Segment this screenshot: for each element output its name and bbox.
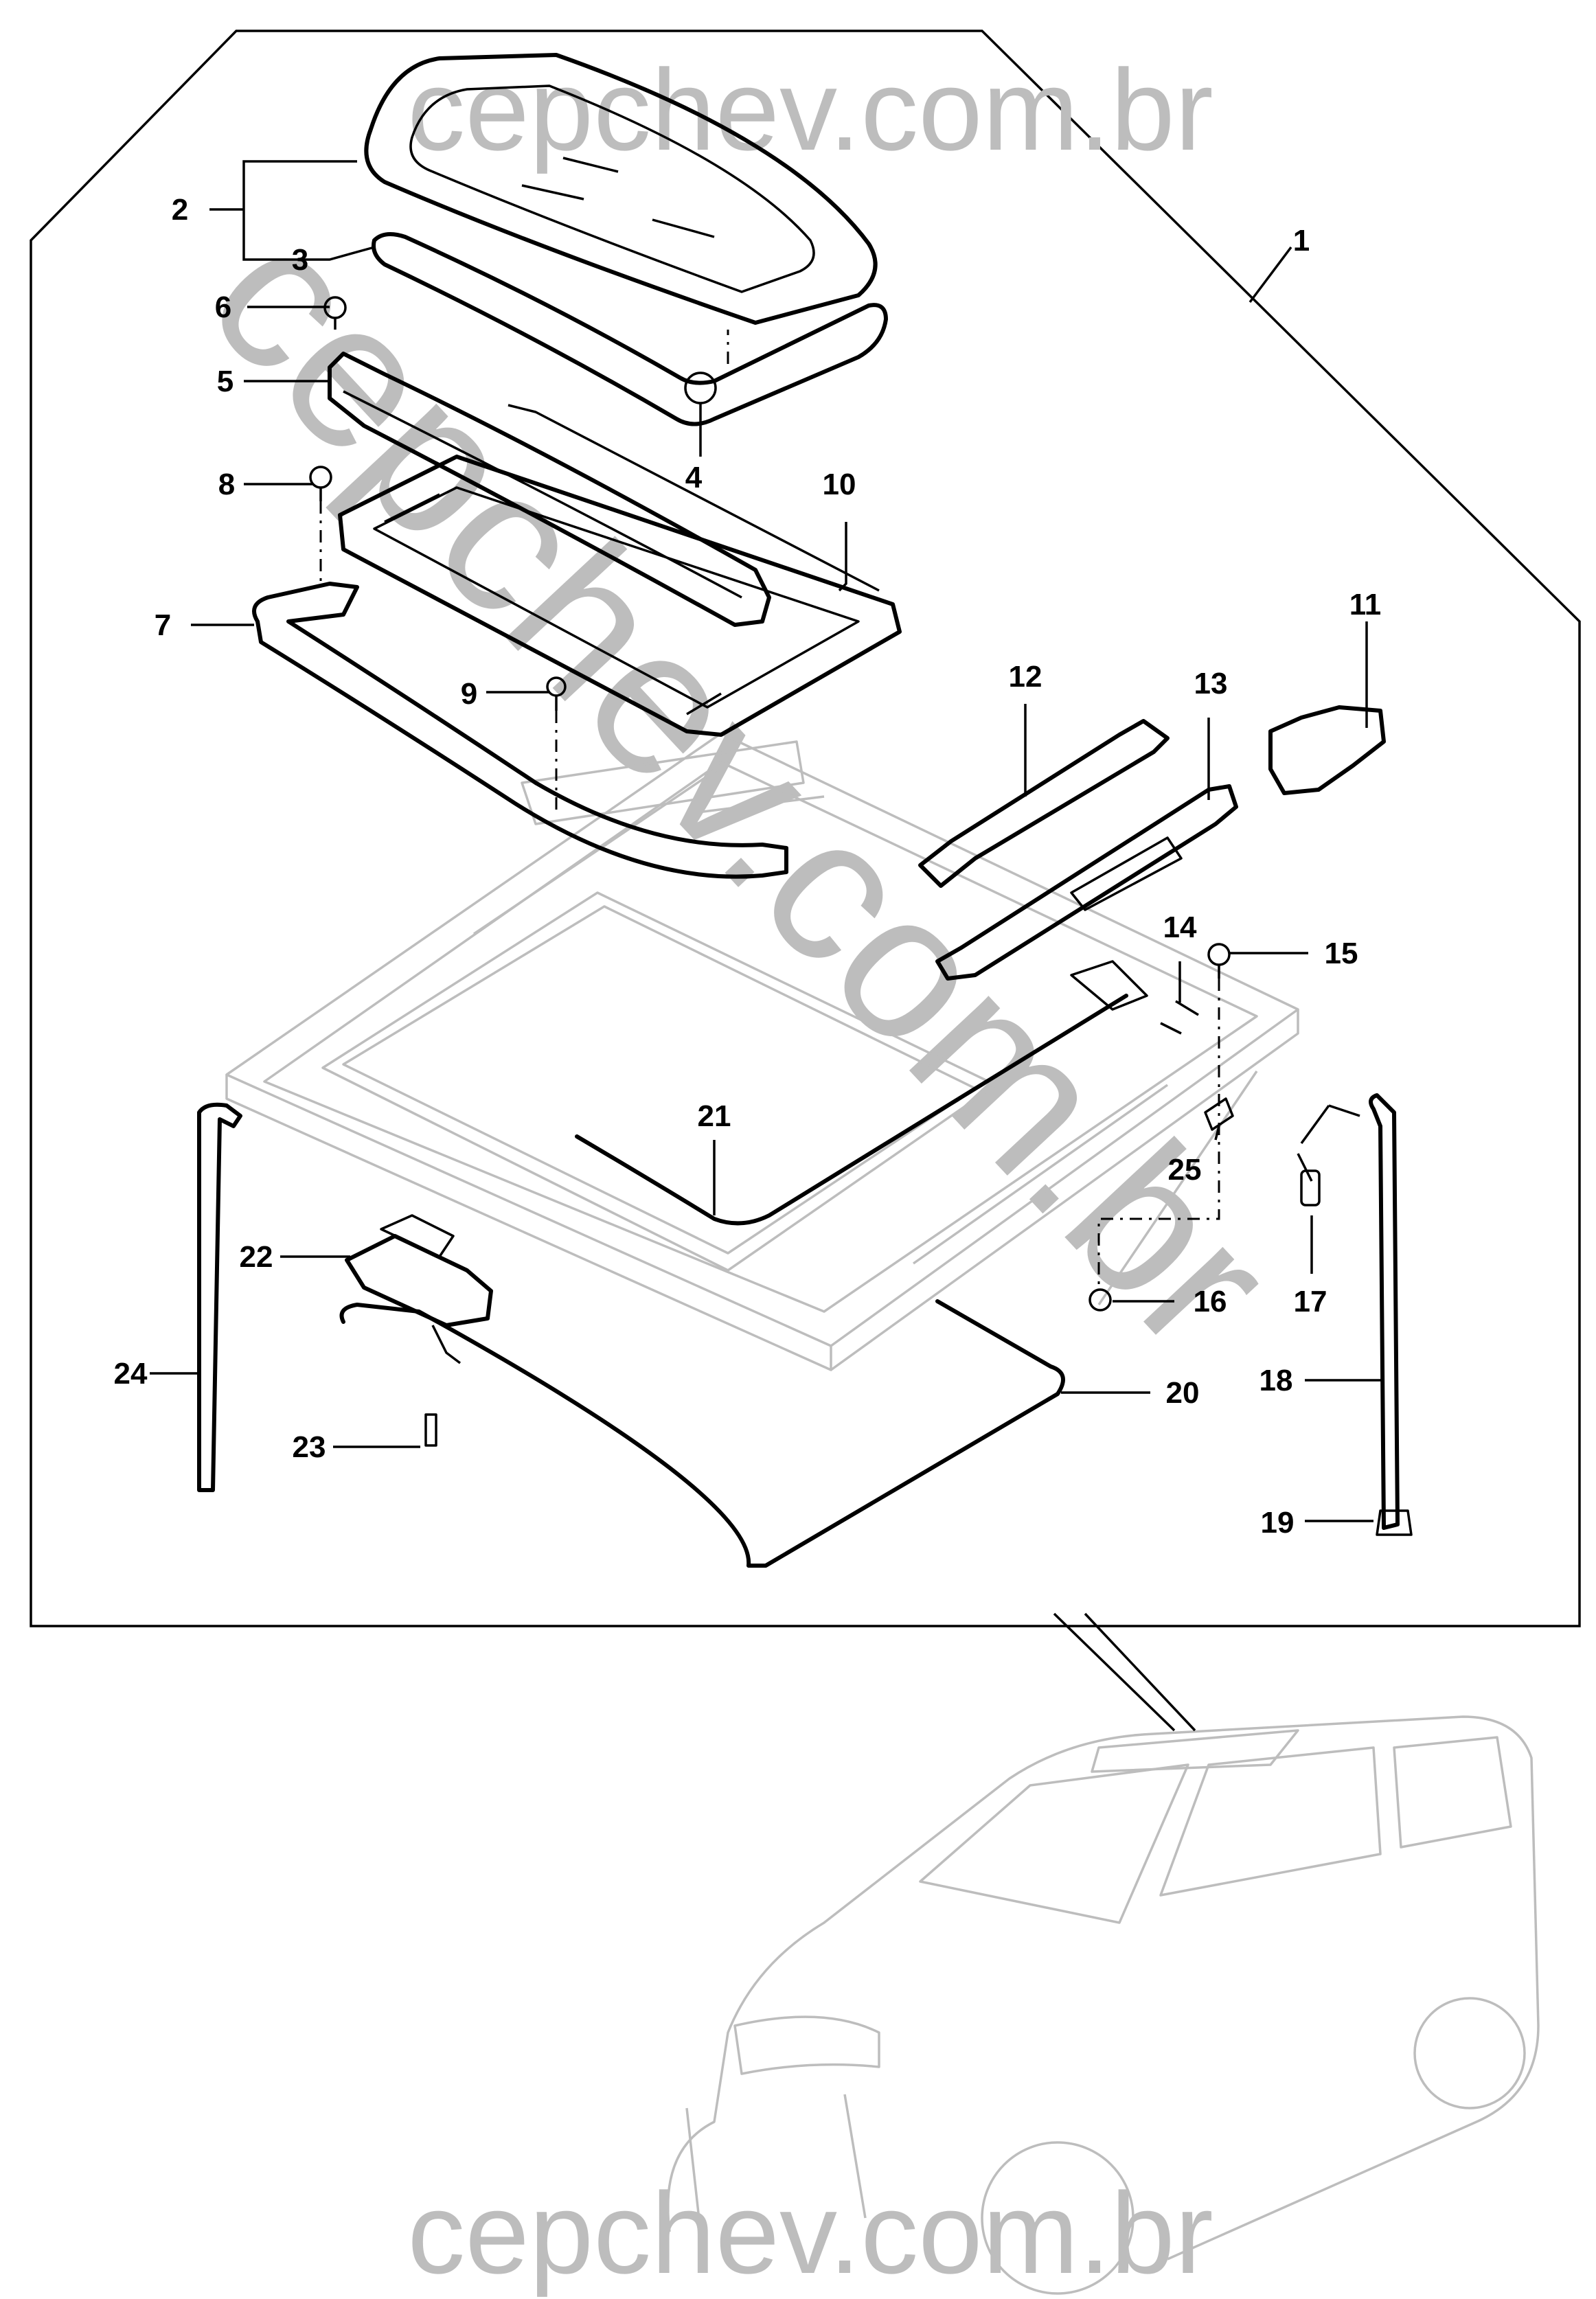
plug-17: [1300, 1169, 1321, 1206]
part-label-16: 16: [1194, 1285, 1227, 1318]
part-labels: 1 2 3 4 5 6 7 8 9 10 11 12 13 14 15 16 1…: [114, 193, 1382, 1540]
part-label-9: 9: [461, 677, 477, 711]
assembly-boundary: [30, 30, 1581, 1627]
glass-panel: [364, 53, 878, 325]
side-rail-left: [918, 719, 1170, 888]
small-fasteners: [309, 296, 1413, 1536]
clip-16: [1088, 1288, 1112, 1312]
side-rail-right: [935, 784, 1238, 981]
screw-15: [1207, 943, 1231, 966]
part-label-4: 4: [685, 461, 703, 494]
part-label-20: 20: [1166, 1376, 1200, 1410]
part-label-2: 2: [172, 193, 188, 227]
part-label-14: 14: [1163, 911, 1197, 944]
rear-bracket: [1268, 705, 1386, 795]
guide-rail: [252, 582, 788, 879]
part-label-18: 18: [1259, 1364, 1293, 1397]
part-label-8: 8: [218, 468, 235, 501]
part-label-13: 13: [1194, 667, 1228, 700]
watermark-diagonal: cepchev.com.br: [166, 181, 1317, 1392]
sunroof-motor: [345, 1214, 493, 1364]
part-label-17: 17: [1294, 1285, 1327, 1318]
drain-hose-front: [197, 1102, 242, 1492]
part-label-12: 12: [1009, 660, 1042, 694]
nut-4: [684, 371, 717, 404]
vehicle-outline: [666, 1715, 1540, 2295]
sunroof-frame: [338, 404, 902, 737]
part-label-5: 5: [217, 365, 233, 398]
part-label-1: 1: [1293, 224, 1310, 258]
part-label-10: 10: [823, 468, 856, 501]
part-label-24: 24: [114, 1357, 148, 1391]
part-label-15: 15: [1325, 937, 1358, 970]
part-label-3: 3: [292, 243, 308, 277]
part-label-22: 22: [240, 1240, 273, 1274]
screw-23: [424, 1413, 437, 1447]
part-label-23: 23: [293, 1430, 326, 1464]
part-label-25: 25: [1168, 1153, 1202, 1187]
leader-lines: [150, 160, 1384, 1522]
part-label-6: 6: [215, 290, 231, 324]
watermark-bottom: cepchev.com.br: [407, 2169, 1213, 2298]
glass-seal: [372, 232, 888, 426]
plug-19: [1376, 1509, 1413, 1536]
drive-cable: [575, 994, 1128, 1226]
front-bracket: [328, 352, 771, 627]
part-label-21: 21: [698, 1099, 731, 1133]
part-label-7: 7: [155, 608, 171, 642]
part-label-19: 19: [1261, 1506, 1295, 1540]
part-label-11: 11: [1349, 588, 1382, 621]
frame-weatherstrip: [339, 1299, 1065, 1568]
watermark-top: cepchev.com.br: [407, 45, 1213, 174]
drain-hose-rear: [1369, 1093, 1400, 1530]
